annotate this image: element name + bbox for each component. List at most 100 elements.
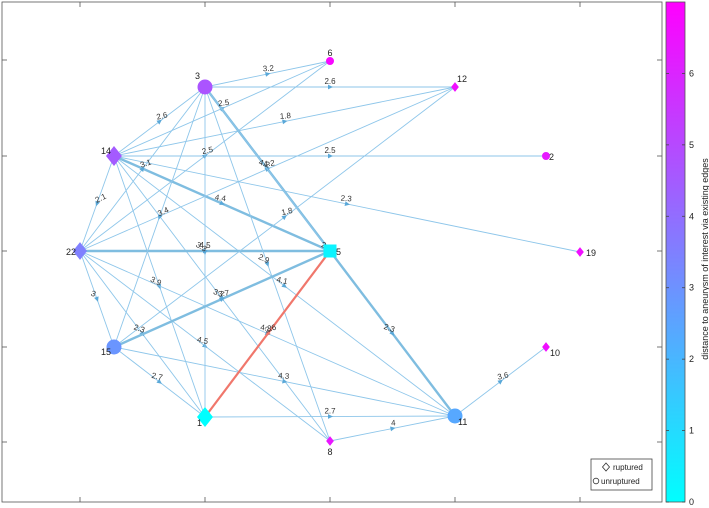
legend-item-ruptured: ruptured bbox=[601, 462, 643, 472]
edge-label: 2.7 bbox=[324, 406, 336, 415]
node-label-14: 14 bbox=[101, 146, 111, 156]
edge-label: 2.5 bbox=[324, 146, 336, 155]
edge-label: 2.5 bbox=[201, 145, 214, 156]
colorbar-tick-label: 4 bbox=[689, 211, 694, 221]
colorbar-tick-label: 6 bbox=[689, 68, 694, 78]
legend-label-ruptured: ruptured bbox=[613, 463, 643, 472]
colorbar-ticks: 0 1 2 3 4 5 6 bbox=[666, 68, 694, 507]
edge-arrow-icon bbox=[264, 261, 270, 267]
edges-layer bbox=[79, 60, 581, 442]
edge-arrow-icon bbox=[390, 426, 396, 432]
edge-label: 3.7 bbox=[217, 288, 230, 299]
node-12-diamond-icon bbox=[451, 82, 459, 92]
node-label-6: 6 bbox=[327, 48, 332, 58]
edge-arrow-icon bbox=[281, 282, 287, 288]
edge-arrow-icon bbox=[497, 379, 503, 385]
edge-arrow-icon bbox=[281, 215, 287, 221]
node-11-circle-icon bbox=[447, 408, 463, 424]
node-label-2: 2 bbox=[549, 152, 554, 162]
edge-label: 3.1 bbox=[139, 157, 153, 169]
edge-label: 4.2 bbox=[258, 158, 272, 170]
edge-label: 4.5 bbox=[196, 335, 209, 346]
node-label-3: 3 bbox=[195, 71, 200, 81]
edge-label: 3 bbox=[89, 289, 97, 299]
node-label-8: 8 bbox=[327, 447, 332, 457]
edge-label: 4.3 bbox=[260, 323, 273, 334]
edge-arrow-icon bbox=[344, 201, 350, 206]
edge-label: 2.3 bbox=[340, 194, 352, 204]
node-10-diamond-icon bbox=[542, 342, 550, 352]
node-6-circle-icon bbox=[326, 57, 334, 65]
colorbar-title: distance to aneurysm of interest via exi… bbox=[700, 158, 709, 360]
diamond-icon bbox=[601, 462, 611, 472]
edge-arrow-icon bbox=[328, 153, 333, 159]
colorbar-tick-label: 2 bbox=[689, 354, 694, 364]
edge-arrow-icon bbox=[156, 119, 162, 125]
edge-label: 4 bbox=[391, 418, 397, 427]
node-19-diamond-icon bbox=[576, 247, 584, 257]
node-5-square-icon bbox=[323, 244, 337, 258]
edge-arrow-icon bbox=[265, 330, 271, 337]
edge-label: 3.9 bbox=[149, 275, 163, 288]
edge-label: 2.6 bbox=[264, 322, 278, 334]
edge-label: 4.1 bbox=[276, 275, 289, 286]
colorbar-tick-label: 1 bbox=[689, 426, 694, 436]
colorbar-tick-label: 0 bbox=[689, 497, 694, 507]
legend-label-unruptured: unruptured bbox=[601, 477, 640, 486]
edge-arrow-icon bbox=[202, 250, 208, 255]
nodes-layer bbox=[72, 57, 584, 446]
edge-label: 2.3 bbox=[383, 322, 397, 334]
edge-arrow-icon bbox=[327, 414, 333, 419]
node-label-15: 15 bbox=[101, 347, 111, 357]
axes-frame bbox=[1, 1, 663, 503]
edge-arrow-icon bbox=[265, 72, 271, 77]
edge-arrow-icon bbox=[156, 378, 162, 384]
node-1-diamond-icon bbox=[196, 406, 214, 428]
edge-label: 2.6 bbox=[324, 77, 336, 86]
edge-label: 2.9 bbox=[257, 252, 271, 265]
edge-arrow-icon bbox=[389, 330, 395, 336]
node-3-circle-icon bbox=[197, 79, 213, 95]
colorbar: 0 1 2 3 4 5 6 distance to aneurysm of interest… bbox=[665, 1, 709, 507]
node-label-19: 19 bbox=[586, 248, 596, 258]
edge-arrow-icon bbox=[95, 200, 100, 207]
edge-arrow-icon bbox=[94, 296, 99, 302]
edge-arrow-icon bbox=[219, 297, 225, 303]
edge-label: 2.6 bbox=[156, 110, 169, 121]
legend: ruptured unruptured bbox=[590, 458, 653, 491]
edge-label: 1.8 bbox=[279, 111, 291, 121]
colorbar-tick-label: 3 bbox=[689, 283, 694, 293]
edge-label: 3.7 bbox=[212, 287, 226, 299]
node-label-22: 22 bbox=[66, 247, 76, 257]
edge-arrow-icon bbox=[219, 200, 225, 205]
edge-label: 4.2 bbox=[263, 158, 276, 169]
edge-label: 3.6 bbox=[497, 370, 510, 381]
node-14-diamond-icon bbox=[105, 145, 123, 167]
node-label-5: 5 bbox=[336, 247, 341, 257]
node-label-12: 12 bbox=[457, 74, 467, 84]
edge-arrow-icon bbox=[282, 119, 288, 125]
edge-label: 3.4 bbox=[156, 205, 170, 218]
node-label-10: 10 bbox=[550, 348, 560, 358]
node-15-circle-icon bbox=[106, 339, 122, 355]
edge-label: 2.7 bbox=[151, 371, 164, 382]
edge-arrow-icon bbox=[157, 214, 163, 220]
edge-label: 4.4 bbox=[214, 193, 227, 204]
node-22-diamond-icon bbox=[72, 242, 88, 260]
node-label-11: 11 bbox=[458, 417, 467, 427]
circle-icon bbox=[592, 477, 600, 485]
node-2-circle-icon bbox=[542, 152, 550, 160]
edge-label: 4.5 bbox=[199, 241, 211, 250]
plot-frame bbox=[1, 1, 663, 503]
edge-label: 2.3 bbox=[133, 323, 147, 335]
colorbar-tick-label: 5 bbox=[689, 140, 694, 150]
edge-arrow-icon bbox=[282, 378, 288, 384]
legend-box bbox=[590, 458, 653, 491]
colorbar-gradient bbox=[665, 1, 686, 503]
legend-item-unruptured: unruptured bbox=[592, 477, 640, 486]
node-label-1: 1 bbox=[197, 418, 202, 428]
